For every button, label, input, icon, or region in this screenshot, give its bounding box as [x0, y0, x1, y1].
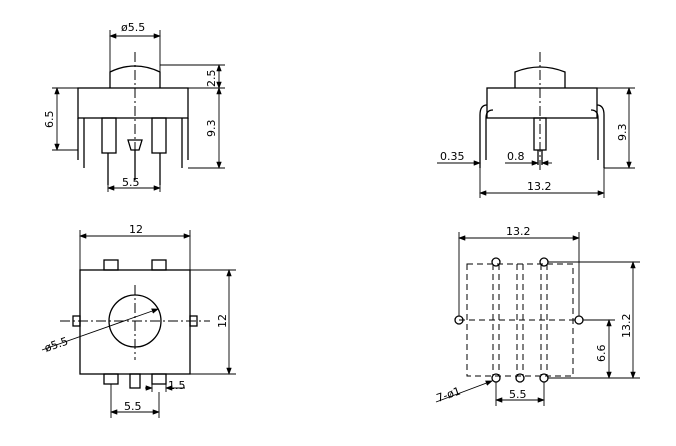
footprint-holes-label: 7-ø1 — [435, 385, 463, 405]
front-body-height-label: 6.5 — [43, 111, 56, 129]
front-body — [77, 87, 189, 119]
top-width-label: 12 — [129, 223, 143, 236]
front-pin-pitch-label: 5.5 — [122, 176, 140, 189]
side-pin-thickness-label: 0.35 — [440, 150, 465, 163]
footprint-view: 13.2 13.2 6.6 5.5 7-ø1 — [435, 225, 640, 406]
top-pin-pitch-label: 5.5 — [124, 400, 142, 413]
footprint-width-label: 13.2 — [506, 225, 531, 238]
footprint-hole — [491, 257, 501, 267]
side-width-label: 13.2 — [527, 180, 552, 193]
top-height-label: 12 — [216, 314, 229, 328]
footprint-height-label: 13.2 — [620, 314, 633, 339]
side-pin-width-label: 0.8 — [507, 150, 525, 163]
top-view: 12 12 ø5.5 1.5 5.5 — [41, 223, 236, 418]
footprint-hole — [491, 373, 501, 383]
footprint-row-spacing-label: 6.6 — [595, 345, 608, 363]
footprint-hole-pitch-label: 5.5 — [509, 388, 527, 401]
footprint-hole — [515, 373, 525, 383]
side-view: 9.3 0.35 0.8 13.2 — [437, 52, 635, 198]
top-cap-diameter-label: ø5.5 — [43, 335, 70, 355]
footprint-hole — [539, 257, 549, 267]
top-pin-width-label: 1.5 — [168, 379, 186, 392]
side-body — [486, 87, 598, 119]
footprint-hole — [574, 315, 584, 325]
front-cap-diameter-label: ø5.5 — [121, 21, 145, 34]
footprint-hole — [539, 373, 549, 383]
front-total-height-label: 9.3 — [205, 120, 218, 138]
side-total-height-label: 9.3 — [616, 124, 629, 142]
front-view: ø5.5 2.5 9.3 6.5 5.5 — [43, 21, 225, 192]
front-cap-height-label: 2.5 — [205, 70, 218, 88]
